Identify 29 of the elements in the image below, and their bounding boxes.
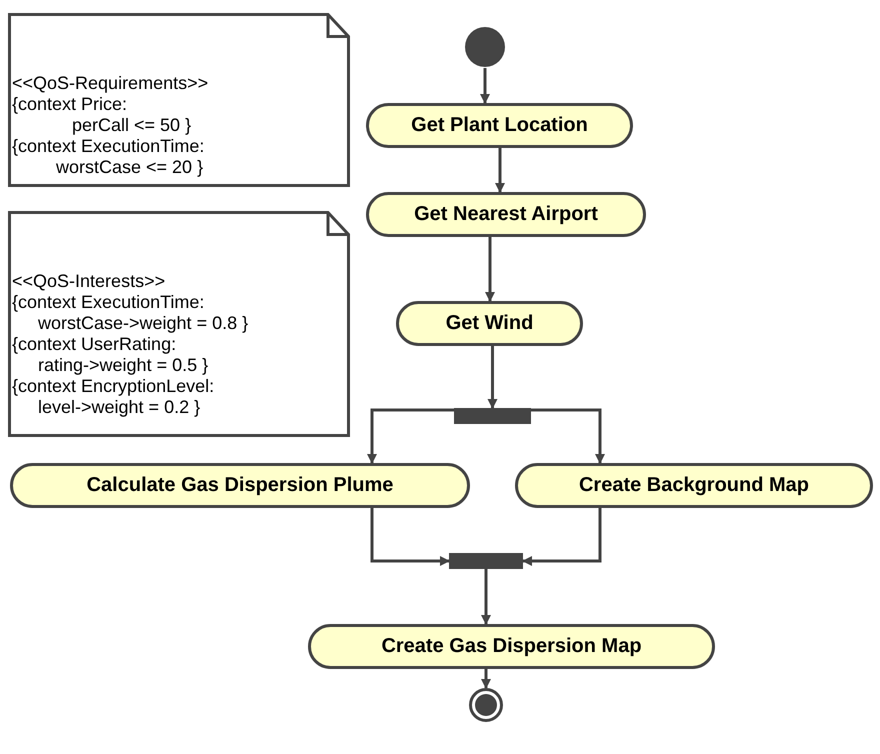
stereotype-text: <<QoS-Interests>>: [12, 271, 166, 292]
action-node: Create Gas Dispersion Map: [308, 624, 715, 669]
note-box: [8, 13, 350, 187]
control-flow-arrow: [480, 68, 490, 104]
control-flow-arrow: [485, 237, 495, 302]
control-flow-arrow: [370, 508, 450, 566]
control-flow-arrow: [367, 408, 454, 464]
action-node: Get Plant Location: [366, 103, 633, 148]
stereotype-text: <<QoS-Requirements>>: [12, 73, 208, 94]
control-flow-arrow: [522, 508, 602, 566]
constraint-text: {context ExecutionTime: worstCase <= 20 }: [12, 136, 204, 178]
control-flow-arrow: [481, 669, 491, 689]
constraint-text: {context ExecutionTime: worstCase->weight = 0.8 }: [12, 292, 248, 334]
final-node: [469, 688, 503, 722]
action-node: Calculate Gas Dispersion Plume: [10, 463, 470, 508]
action-node: Create Background Map: [515, 463, 873, 508]
control-flow-arrow: [481, 569, 491, 625]
constraint-text: {context Price: perCall <= 50 }: [12, 94, 192, 136]
sync-bar: [454, 408, 531, 424]
initial-node: [464, 26, 506, 68]
note-box: [8, 211, 350, 437]
sync-bar: [449, 553, 523, 569]
action-node: Get Nearest Airport: [366, 192, 646, 237]
action-node: Get Wind: [396, 301, 583, 346]
control-flow-arrow: [488, 346, 498, 409]
constraint-text: {context UserRating: rating->weight = 0.5 }: [12, 334, 208, 376]
constraint-text: {context EncryptionLevel: level->weight = 0.2 }: [12, 376, 214, 418]
control-flow-arrow: [531, 408, 605, 464]
control-flow-arrow: [495, 148, 505, 193]
